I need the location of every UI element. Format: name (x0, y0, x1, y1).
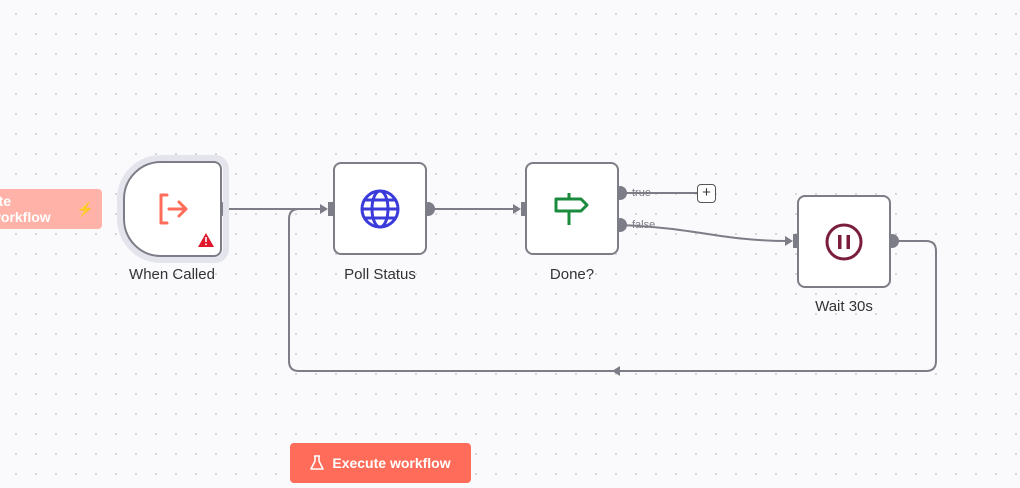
node-when-called[interactable] (123, 161, 222, 257)
execute-button-label: Execute workflow (332, 455, 451, 471)
signpost-icon (554, 192, 589, 225)
node-label: When Called (129, 266, 215, 283)
node-done[interactable] (525, 162, 619, 255)
warning-icon (198, 233, 214, 247)
node-wait[interactable] (797, 195, 891, 288)
input-handle (328, 202, 334, 216)
node-poll-status[interactable] (333, 162, 427, 255)
execute-workflow-button[interactable]: Execute workflow (290, 443, 471, 483)
flask-icon (310, 455, 325, 470)
execute-workflow-ghost-button[interactable]: ute workflow ⚡ (0, 189, 102, 229)
globe-icon (360, 189, 400, 228)
node-label: Wait 30s (815, 298, 873, 315)
handle-label-false: false (632, 219, 656, 231)
input-handle (793, 234, 799, 248)
edge-false-wait (619, 224, 791, 242)
node-label: Poll Status (344, 266, 416, 283)
sign-in-icon (159, 193, 187, 225)
handle-label-true: true (632, 187, 651, 199)
add-node-button[interactable]: + (697, 184, 716, 203)
bolt-icon: ⚡ (76, 200, 94, 217)
pause-icon (825, 223, 863, 260)
arrow-icon (612, 366, 620, 376)
ghost-button-label: ute workflow (0, 193, 51, 225)
node-selection-ring (117, 155, 229, 263)
input-handle (521, 202, 527, 216)
node-label: Done? (549, 266, 595, 283)
